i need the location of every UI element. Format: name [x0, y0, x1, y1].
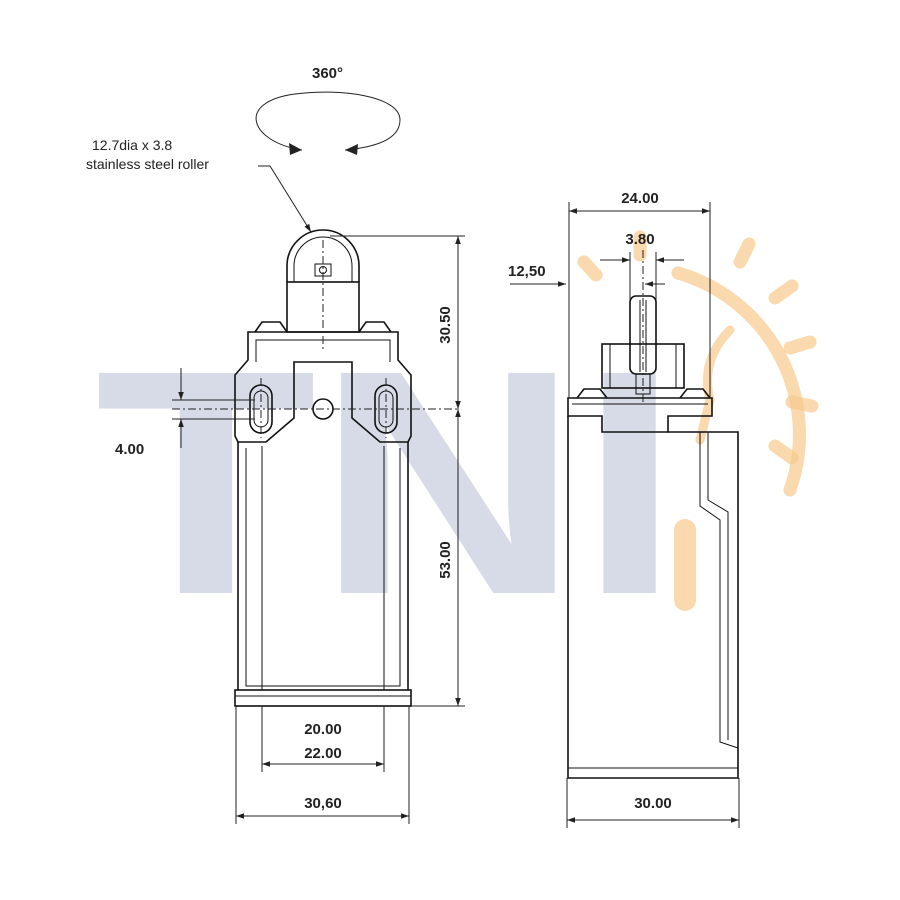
watermark: TNI: [95, 230, 819, 661]
dim-inner-width-2: 22.00: [304, 745, 342, 762]
side-dimensions: 24.00 3.80 12,50 30.00: [508, 190, 740, 828]
dim-roller-width: 3.80: [625, 231, 654, 248]
dim-body-height: 53.00: [437, 541, 454, 579]
dim-hole-offset: 4.00: [115, 441, 144, 458]
actuator-roller: [286, 229, 360, 282]
rotation-arrow-icon: [345, 144, 358, 155]
rotation-arrow-icon: [289, 143, 302, 155]
side-body: [567, 416, 739, 779]
dim-actuator-height: 30.50: [437, 306, 454, 344]
rotation-indicator: 360°: [255, 65, 401, 155]
switch-head: [234, 331, 412, 443]
sun-logo-icon: [577, 230, 819, 611]
side-view: [567, 250, 739, 779]
dim-depth: 30.00: [634, 795, 672, 812]
rotation-label: 360°: [312, 65, 343, 82]
front-dimensions: 30.50 53.00 4.00 20.00 22.00 30,60: [115, 235, 465, 824]
dim-total-width: 30,60: [304, 795, 342, 812]
dim-offset: 12,50: [508, 263, 546, 280]
dim-inner-width-1: 20.00: [304, 721, 342, 738]
switch-body: [237, 442, 409, 690]
switch-base: [234, 689, 412, 707]
dim-top-width: 24.00: [621, 190, 659, 207]
front-view: [172, 229, 460, 707]
watermark-letters: TNI: [95, 303, 680, 661]
roller-note: 12.7dia x 3.8 stainless steel roller: [86, 137, 312, 233]
roller-note-line1: 12.7dia x 3.8: [92, 137, 172, 153]
roller-note-line2: stainless steel roller: [86, 156, 209, 172]
